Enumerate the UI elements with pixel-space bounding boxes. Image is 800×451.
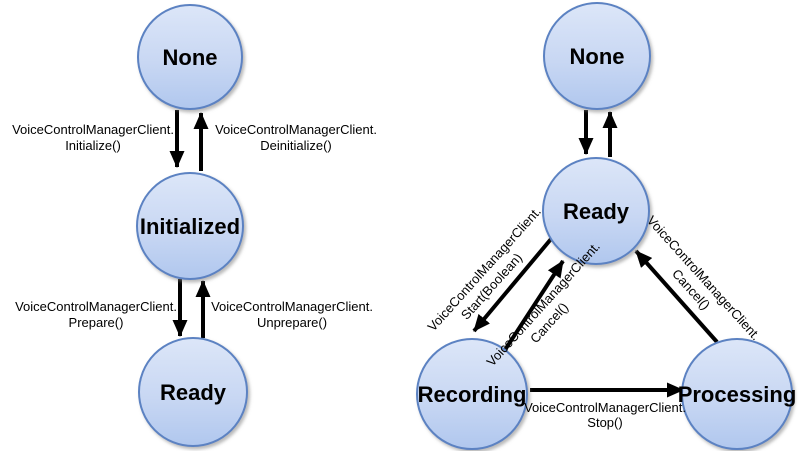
transition-label-unprepare-line2: Unprepare(): [257, 315, 327, 330]
transition-label-initialize-line2: Initialize(): [65, 138, 121, 153]
transition-label-deinitialize: VoiceControlManagerClient. Deinitialize(…: [215, 122, 377, 153]
state-label-ready-left: Ready: [160, 380, 227, 405]
state-node-recording: [416, 338, 528, 450]
arrow-start: [472, 237, 553, 333]
state-node-none-left: [137, 4, 243, 110]
transition-label-initialize-line1: VoiceControlManagerClient.: [12, 122, 174, 137]
transition-label-deinitialize-line2: Deinitialize(): [260, 138, 332, 153]
transition-label-unprepare-line1: VoiceControlManagerClient.: [211, 299, 373, 314]
transition-label-prepare-line2: Prepare(): [69, 315, 124, 330]
arrow-cancel-from-recording: [499, 259, 565, 358]
transition-label-prepare-line1: VoiceControlManagerClient.: [15, 299, 177, 314]
state-node-initialized: [136, 172, 244, 280]
state-label-processing: Processing: [678, 382, 797, 407]
state-label-none-left: None: [163, 45, 218, 70]
transition-label-stop: VoiceControlManagerClient. Stop(): [524, 400, 686, 430]
state-label-recording: Recording: [418, 382, 527, 407]
transition-label-prepare: VoiceControlManagerClient. Prepare(): [15, 299, 177, 330]
state-node-processing: [681, 338, 793, 450]
transition-label-initialize: VoiceControlManagerClient. Initialize(): [12, 122, 174, 153]
arrow-cancel-from-processing: [634, 249, 719, 344]
state-node-ready-right: [542, 157, 650, 265]
state-node-ready-left: [138, 337, 248, 447]
transition-label-deinitialize-line1: VoiceControlManagerClient.: [215, 122, 377, 137]
state-label-initialized: Initialized: [140, 214, 240, 239]
state-label-ready-right: Ready: [563, 199, 630, 224]
diagram-lifecycle: None Initialized Ready VoiceControlManag…: [12, 4, 377, 447]
state-label-none-right: None: [570, 44, 625, 69]
state-node-none-right: [543, 2, 651, 110]
transition-label-stop-line1: VoiceControlManagerClient.: [524, 400, 686, 415]
transition-label-unprepare: VoiceControlManagerClient. Unprepare(): [211, 299, 373, 330]
transition-label-stop-line2: Stop(): [587, 415, 622, 430]
